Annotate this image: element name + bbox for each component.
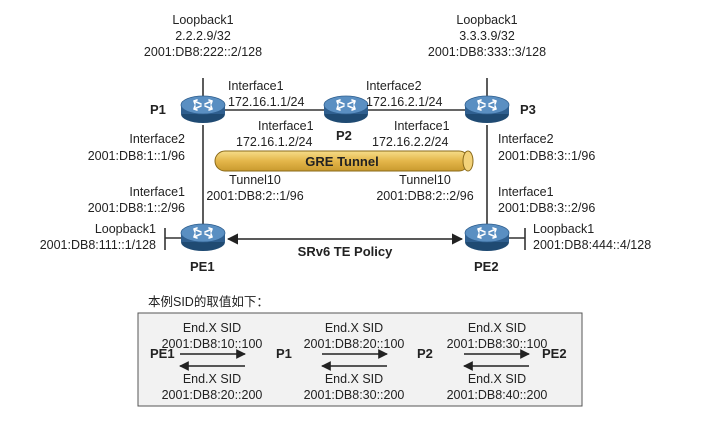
pe1-if1-name: Interface1 <box>129 185 185 199</box>
sid-seg3-bottom-title: End.X SID <box>468 372 526 386</box>
p2-if1b-name: Interface1 <box>394 119 450 133</box>
sid-node-p1: P1 <box>276 346 292 361</box>
sid-seg2-top-value: 2001:DB8:20::100 <box>304 337 405 351</box>
tunnel-right-name: Tunnel10 <box>399 173 451 187</box>
p2-if1b-ip: 172.16.2.2/24 <box>372 135 449 149</box>
pe2-loopback-title: Loopback1 <box>533 222 594 236</box>
p2-if1-name: Interface1 <box>258 119 314 133</box>
pe2-if1-name: Interface1 <box>498 185 554 199</box>
sid-node-pe2: PE2 <box>542 346 567 361</box>
sid-seg3-bottom-value: 2001:DB8:40::200 <box>447 388 548 402</box>
sid-node-pe1: PE1 <box>150 346 175 361</box>
pe2-loopback-ipv6: 2001:DB8:444::4/128 <box>533 238 651 252</box>
sid-table-box <box>137 312 583 407</box>
p1-loopback-title: Loopback1 <box>172 13 233 27</box>
p1-if2-ip: 2001:DB8:1::1/96 <box>88 149 185 163</box>
sid-seg3-top-title: End.X SID <box>468 321 526 335</box>
pe1-loopback-title: Loopback1 <box>95 222 156 236</box>
router-p3-label: P3 <box>520 102 536 117</box>
router-p2-label: P2 <box>336 128 352 143</box>
tunnel-left-name: Tunnel10 <box>229 173 281 187</box>
p3-if2-name: Interface2 <box>366 79 422 93</box>
tunnel-left-ip: 2001:DB8:2::1/96 <box>206 189 303 203</box>
router-pe1-label: PE1 <box>190 259 215 274</box>
srv6-policy-label: SRv6 TE Policy <box>298 244 393 259</box>
p3-loopback-ipv6: 2001:DB8:333::3/128 <box>428 45 546 59</box>
pe1-loopback-ipv6: 2001:DB8:111::1/128 <box>40 238 156 252</box>
tunnel-right-ip: 2001:DB8:2::2/96 <box>376 189 473 203</box>
sid-seg1-top-value: 2001:DB8:10::100 <box>162 337 263 351</box>
p2-if1-ip: 172.16.1.2/24 <box>236 135 313 149</box>
gre-tunnel-pipe: GRE Tunnel <box>214 150 474 172</box>
p1-if1-ip: 172.16.1.1/24 <box>228 95 305 109</box>
sid-seg3-top-value: 2001:DB8:30::100 <box>447 337 548 351</box>
p3-loopback-ipv4: 3.3.3.9/32 <box>459 29 515 43</box>
router-pe2-icon[interactable] <box>464 223 510 252</box>
gre-tunnel-label: GRE Tunnel <box>305 154 378 169</box>
pe1-if1-ip: 2001:DB8:1::2/96 <box>88 201 185 215</box>
router-pe1-icon[interactable] <box>180 223 226 252</box>
sid-seg1-bottom-title: End.X SID <box>183 372 241 386</box>
sid-seg2-bottom-value: 2001:DB8:30::200 <box>304 388 405 402</box>
p3-if2b-ip: 2001:DB8:3::1/96 <box>498 149 595 163</box>
p1-loopback-ipv4: 2.2.2.9/32 <box>175 29 231 43</box>
sid-seg2-top-title: End.X SID <box>325 321 383 335</box>
pe2-if1-ip: 2001:DB8:3::2/96 <box>498 201 595 215</box>
router-p1-icon[interactable] <box>180 95 226 124</box>
router-p1-label: P1 <box>150 102 166 117</box>
router-p3-icon[interactable] <box>464 95 510 124</box>
router-pe2-label: PE2 <box>474 259 499 274</box>
sid-seg2-bottom-title: End.X SID <box>325 372 383 386</box>
sid-seg1-top-title: End.X SID <box>183 321 241 335</box>
p3-if2-ip: 172.16.2.1/24 <box>366 95 443 109</box>
router-p2-icon[interactable] <box>323 95 369 124</box>
p3-if2b-name: Interface2 <box>498 132 554 146</box>
p3-loopback-title: Loopback1 <box>456 13 517 27</box>
sid-table-caption: 本例SID的取值如下： <box>148 294 269 309</box>
p1-loopback-ipv6: 2001:DB8:222::2/128 <box>144 45 262 59</box>
p1-if2-name: Interface2 <box>129 132 185 146</box>
sid-node-p2: P2 <box>417 346 433 361</box>
sid-seg1-bottom-value: 2001:DB8:20::200 <box>162 388 263 402</box>
p1-if1-name: Interface1 <box>228 79 284 93</box>
links <box>164 78 526 250</box>
